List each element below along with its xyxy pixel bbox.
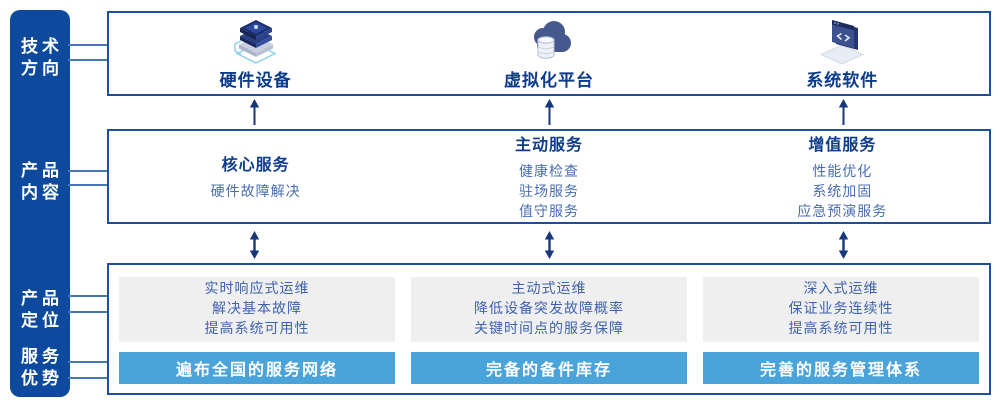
tech-direction-box: 硬件设备 虚拟化平台 xyxy=(107,11,991,96)
service-item: 应急预演服务 xyxy=(797,204,888,220)
positioning-advantage-box: 实时响应式运维 解决基本故障 提高系统可用性 遍布全国的服务网络 主动式运维 降… xyxy=(107,263,991,395)
positioning-line: 深入式运维 xyxy=(803,281,879,298)
connector-line xyxy=(68,295,108,297)
sidebar-label-line: 服务 xyxy=(21,347,63,367)
positioning-line: 主动式运维 xyxy=(511,281,587,298)
tech-label: 虚拟化平台 xyxy=(503,71,594,91)
positioning-column-proactive: 主动式运维 降低设备突发故障概率 关键时间点的服务保障 完备的备件库存 xyxy=(411,277,687,384)
arrow-up-down-icon xyxy=(543,231,556,260)
service-item: 值守服务 xyxy=(518,204,579,220)
connector-line xyxy=(68,311,108,313)
positioning-panel: 主动式运维 降低设备突发故障概率 关键时间点的服务保障 xyxy=(411,277,687,342)
sidebar-label-line: 技术 xyxy=(21,37,63,57)
arrow-up-down-icon xyxy=(248,231,261,260)
service-title: 主动服务 xyxy=(514,135,583,154)
connector-line xyxy=(68,44,108,46)
service-column-proactive: 主动服务 健康检查 驻场服务 值守服务 xyxy=(402,131,695,222)
connector-line xyxy=(68,184,108,186)
positioning-panel: 实时响应式运维 解决基本故障 提高系统可用性 xyxy=(119,277,395,342)
advantage-bar: 遍布全国的服务网络 xyxy=(119,351,395,384)
service-title: 增值服务 xyxy=(808,135,877,154)
sidebar-label-service-advantage: 服务 优势 xyxy=(10,346,70,390)
sidebar-label-line: 优势 xyxy=(21,369,63,389)
tech-label: 系统软件 xyxy=(806,71,879,91)
sidebar-label-line: 方向 xyxy=(21,59,63,79)
service-item: 硬件故障解决 xyxy=(210,184,301,200)
positioning-line: 保证业务连续性 xyxy=(788,301,894,318)
positioning-column-realtime: 实时响应式运维 解决基本故障 提高系统可用性 遍布全国的服务网络 xyxy=(119,277,395,384)
sidebar-label-line: 产品 xyxy=(21,161,63,181)
server-stack-icon xyxy=(228,16,284,64)
arrow-up-icon xyxy=(543,99,556,127)
service-item: 健康检查 xyxy=(518,164,579,180)
sidebar-label-line: 定位 xyxy=(21,311,63,331)
positioning-line: 提高系统可用性 xyxy=(204,321,310,338)
connector-line xyxy=(68,59,108,61)
category-sidebar: 技术 方向 产品 内容 产品 定位 服务 优势 xyxy=(10,10,70,397)
tech-label: 硬件设备 xyxy=(219,71,292,91)
service-column-value-added: 增值服务 性能优化 系统加固 应急预演服务 xyxy=(696,131,989,222)
advantage-bar: 完备的备件库存 xyxy=(411,351,687,384)
connector-line xyxy=(68,361,108,363)
positioning-line: 关键时间点的服务保障 xyxy=(474,321,624,338)
tech-item-system-software: 系统软件 xyxy=(696,13,989,94)
double-arrow-row xyxy=(107,231,991,260)
code-window-icon xyxy=(814,16,870,64)
positioning-line: 解决基本故障 xyxy=(212,301,302,318)
service-item: 性能优化 xyxy=(812,164,873,180)
tech-item-hardware: 硬件设备 xyxy=(109,13,402,94)
positioning-column-deep: 深入式运维 保证业务连续性 提高系统可用性 完善的服务管理体系 xyxy=(703,277,979,384)
advantage-bar: 完善的服务管理体系 xyxy=(703,351,979,384)
product-content-box: 核心服务 硬件故障解决 主动服务 健康检查 驻场服务 值守服务 增值服务 性能优… xyxy=(107,129,991,224)
sidebar-label-line: 内容 xyxy=(21,183,63,203)
connector-line xyxy=(68,377,108,379)
service-title: 核心服务 xyxy=(221,155,290,174)
sidebar-label-line: 产品 xyxy=(21,289,63,309)
positioning-line: 实时响应式运维 xyxy=(204,281,310,298)
positioning-line: 提高系统可用性 xyxy=(788,321,894,338)
sidebar-label-product-content: 产品 内容 xyxy=(10,160,70,204)
sidebar-label-tech-direction: 技术 方向 xyxy=(10,36,70,80)
up-arrow-row xyxy=(107,99,991,127)
arrow-up-icon xyxy=(248,99,261,127)
cloud-database-icon xyxy=(521,16,577,64)
connector-line xyxy=(68,170,108,172)
tech-item-virtualization: 虚拟化平台 xyxy=(402,13,695,94)
positioning-panel: 深入式运维 保证业务连续性 提高系统可用性 xyxy=(703,277,979,342)
service-item: 驻场服务 xyxy=(518,184,579,200)
service-column-core: 核心服务 硬件故障解决 xyxy=(109,131,402,222)
arrow-up-down-icon xyxy=(837,231,850,260)
arrow-up-icon xyxy=(837,99,850,127)
positioning-line: 降低设备突发故障概率 xyxy=(474,301,624,318)
sidebar-label-product-positioning: 产品 定位 xyxy=(10,288,70,332)
service-item: 系统加固 xyxy=(812,184,873,200)
